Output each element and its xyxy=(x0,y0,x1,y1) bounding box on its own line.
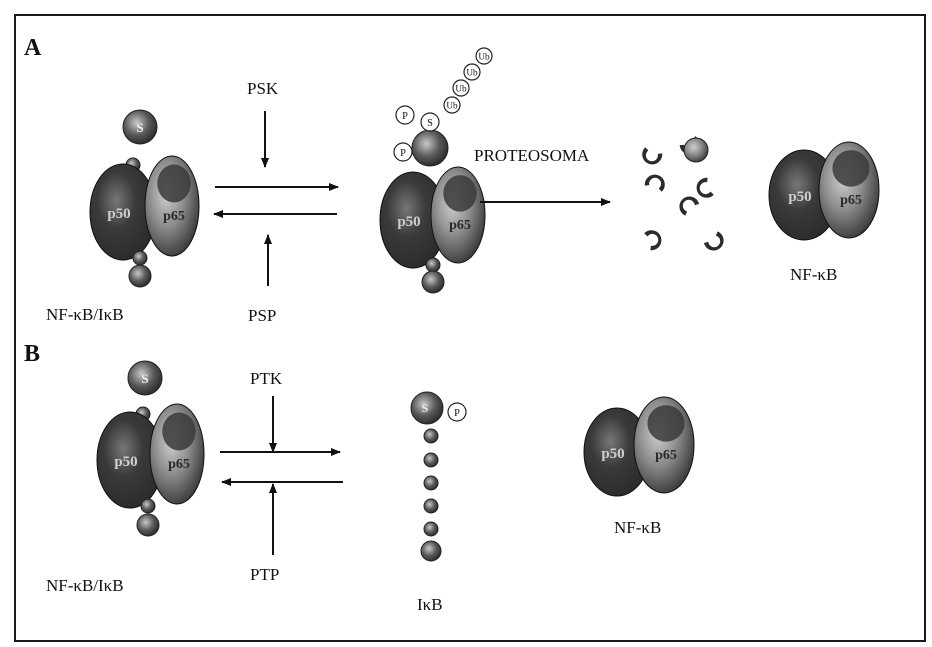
degraded-fragment-5 xyxy=(675,192,700,216)
ikb-head-mark-b: S xyxy=(141,371,148,386)
p65-shade-complex-a-mod xyxy=(443,175,476,211)
ikb-linker-bead-b2 xyxy=(141,499,155,513)
ubiquitin-marker-a2-text: Ub xyxy=(455,83,467,93)
p65-label-nfkb-a: p65 xyxy=(840,193,862,208)
p65-shade-complex-a xyxy=(157,165,190,203)
degraded-fragment-core xyxy=(684,138,708,162)
ikb-tail-bead-a-mod xyxy=(422,271,444,293)
degraded-fragment-1 xyxy=(639,147,663,167)
ikb-head-bead-a-mod xyxy=(412,130,448,166)
degraded-fragment-4 xyxy=(644,172,668,192)
p65-shade-nfkb-b xyxy=(647,405,684,441)
ikb-chain-bead-1 xyxy=(424,429,438,443)
p65-shade-complex-b xyxy=(162,413,195,451)
phospho-marker-a1-text: P xyxy=(402,111,408,122)
degraded-fragment-6 xyxy=(644,227,664,251)
ikb-linker-bead-a2 xyxy=(133,251,147,265)
phospho-marker-b-text: P xyxy=(454,408,460,419)
ikb-head-mark-a: S xyxy=(136,120,143,135)
ubiquitin-marker-a4-text: Ub xyxy=(478,51,490,61)
p65-shade-nfkb-a xyxy=(832,150,869,186)
ikb-free-serine-mark: S xyxy=(422,401,429,415)
p65-label-complex-a-mod: p65 xyxy=(449,218,471,233)
degraded-fragment-3 xyxy=(694,177,714,201)
p50-label-nfkb-b: p50 xyxy=(601,446,624,462)
ikb-chain-tail-bead xyxy=(421,541,441,561)
serine-marker-a-text: S xyxy=(427,118,433,129)
p50-label-complex-a-mod: p50 xyxy=(397,214,420,230)
ubiquitin-marker-a1-text: Ub xyxy=(446,100,458,110)
p65-label-complex-b: p65 xyxy=(168,457,190,472)
ikb-chain-bead-3 xyxy=(424,476,438,490)
ikb-linker-bead-a3 xyxy=(426,258,440,272)
degraded-fragment-7 xyxy=(703,231,728,255)
ikb-chain-bead-5 xyxy=(424,522,438,536)
ikb-chain-bead-2 xyxy=(424,453,438,467)
p50-label-complex-b: p50 xyxy=(114,454,137,470)
phospho-marker-a2-text: P xyxy=(400,148,406,159)
p65-label-complex-a: p65 xyxy=(163,209,185,224)
p65-label-nfkb-b: p65 xyxy=(655,448,677,463)
ubiquitin-marker-a3-text: Ub xyxy=(466,67,478,77)
ikb-tail-bead-a xyxy=(129,265,151,287)
ikb-chain-bead-4 xyxy=(424,499,438,513)
ikb-tail-bead-b xyxy=(137,514,159,536)
p50-label-complex-a: p50 xyxy=(107,206,130,222)
p50-label-nfkb-a: p50 xyxy=(788,189,811,205)
